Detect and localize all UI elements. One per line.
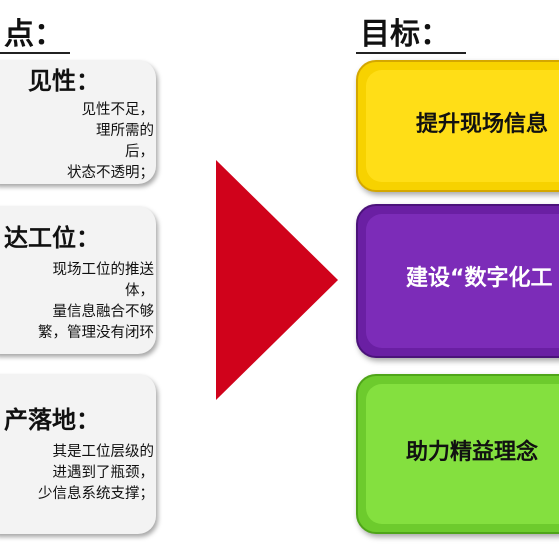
problem-line: 状态不透明；	[67, 165, 154, 181]
problem-line: 进遇到了瓶颈，	[52, 465, 155, 481]
problem-card-visibility: 见性： 见性不足， 理所需的 后， 状态不透明；	[0, 60, 156, 184]
goal-card-digital: 建设“数字化工	[356, 204, 559, 358]
problem-line: 后，	[125, 144, 154, 160]
problem-line: 理所需的	[96, 123, 154, 139]
goal-card-inner	[366, 70, 559, 182]
problem-line: 其是工位层级的	[52, 444, 155, 460]
problem-card-lines: 见性不足， 理所需的 后， 状态不透明；	[0, 100, 154, 184]
problem-line: 少信息系统支撑；	[38, 486, 154, 502]
problem-card-title: 见性：	[28, 67, 100, 95]
goal-card-label: 助力精益理念	[406, 440, 539, 465]
pain-points-heading-underline	[0, 52, 70, 54]
problem-card-lines: 现场工位的推送 体， 量信息融合不够 繁，管理没有闭环	[0, 260, 154, 344]
problem-line: 繁，管理没有闭环	[38, 325, 154, 341]
goal-card-label: 提升现场信息	[416, 112, 549, 137]
problem-card-title: 产落地：	[4, 406, 100, 434]
goals-heading: 目标：	[360, 17, 450, 52]
problem-card-implementation: 产落地： 其是工位层级的 进遇到了瓶颈， 少信息系统支撑；	[0, 374, 156, 534]
problem-line: 见性不足，	[81, 102, 155, 118]
goal-card-inner	[366, 384, 559, 524]
problem-card-workstation: 达工位： 现场工位的推送 体， 量信息融合不够 繁，管理没有闭环	[0, 206, 156, 354]
pain-points-heading: 点：	[4, 17, 64, 52]
problem-card-lines: 其是工位层级的 进遇到了瓶颈， 少信息系统支撑；	[0, 442, 154, 505]
arrow-right-icon	[216, 160, 338, 400]
goals-heading-underline	[356, 52, 466, 54]
goal-card-info: 提升现场信息	[356, 60, 559, 192]
goal-card-lean: 助力精益理念	[356, 374, 559, 534]
problem-line: 现场工位的推送	[52, 262, 155, 278]
problem-line: 体，	[125, 283, 154, 299]
goal-card-label: 建设“数字化工	[406, 266, 553, 291]
goal-card-inner	[366, 214, 559, 348]
problem-card-title: 达工位：	[4, 224, 100, 252]
problem-line: 量信息融合不够	[52, 304, 155, 320]
